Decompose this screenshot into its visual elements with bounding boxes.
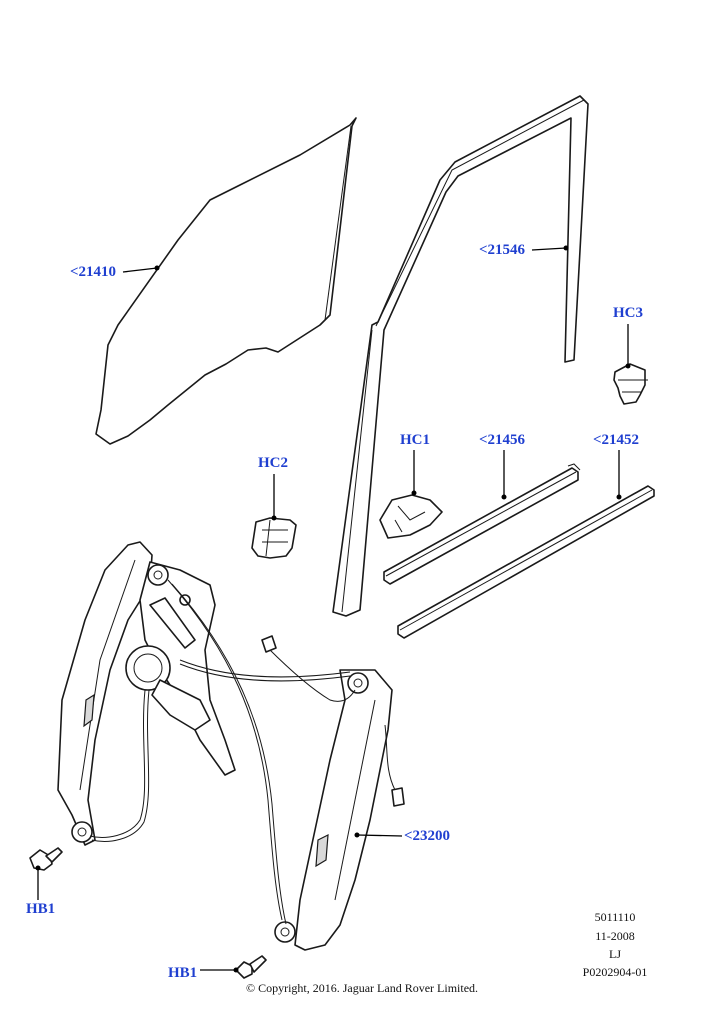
outer-belt-weatherstrip[interactable] [383, 463, 581, 585]
callout-hb1-upper[interactable]: HB1 [26, 901, 56, 917]
hb1-bolt-lower[interactable] [235, 955, 267, 979]
window-regulator[interactable] [57, 541, 405, 951]
diagram-code: 5011110 [594, 910, 636, 924]
diagram-ref: P0202904-01 [582, 965, 648, 979]
callout-21410[interactable]: <21410 [70, 264, 117, 280]
hc3-clip[interactable] [613, 363, 648, 405]
callout-21452[interactable]: <21452 [593, 432, 640, 448]
glass-run-channel[interactable] [332, 95, 589, 617]
callout-23200[interactable]: <23200 [404, 828, 451, 844]
hc1-clip[interactable] [379, 494, 443, 539]
callout-hc1[interactable]: HC1 [400, 432, 430, 448]
hc2-clip[interactable] [251, 517, 297, 559]
diagram-date: 11-2008 [595, 929, 635, 943]
callout-hb1-lower[interactable]: HB1 [168, 965, 198, 981]
callout-hc2[interactable]: HC2 [258, 455, 288, 471]
callout-21546[interactable]: <21546 [479, 242, 526, 258]
callout-21456[interactable]: <21456 [479, 432, 526, 448]
door-glass[interactable] [95, 117, 357, 445]
leader-lines [35, 245, 631, 973]
copyright-notice: © Copyright, 2016. Jaguar Land Rover Lim… [245, 981, 479, 995]
diagram-initials: LJ [609, 947, 621, 961]
hb1-bolt-upper[interactable] [29, 847, 63, 871]
inner-belt-weatherstrip[interactable] [397, 485, 655, 639]
callout-hc3[interactable]: HC3 [613, 305, 643, 321]
